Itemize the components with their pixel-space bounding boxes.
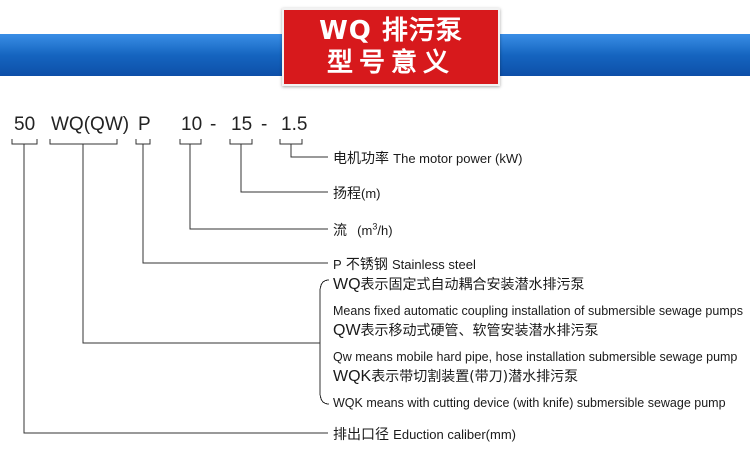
bracket-material (135, 139, 151, 145)
bracket-caliber (11, 139, 38, 145)
leader-head (240, 144, 328, 193)
label-head: 扬程(m) (333, 185, 381, 203)
code-dash-2: - (261, 114, 268, 135)
bracket-power (279, 139, 303, 145)
bracket-type (49, 139, 118, 145)
type-brace (319, 279, 330, 405)
label-power-cn: 电机功率 (333, 151, 389, 167)
code-head: 15 (231, 114, 253, 135)
leader-power (290, 144, 328, 158)
title-line-2: 型号意义 (326, 48, 455, 78)
leader-caliber (23, 144, 328, 434)
label-wq-code: WQ (333, 276, 361, 293)
code-type: WQ(QW) (51, 114, 130, 135)
code-power: 1.5 (281, 114, 308, 135)
label-qw-cn: 表示移动式硬管、软管安装潜水排污泵 (360, 323, 599, 339)
label-head-cn: 扬程 (333, 186, 361, 202)
label-qw: QW表示移动式硬管、软管安装潜水排污泵 (333, 322, 599, 340)
leader-flow (189, 144, 328, 230)
label-power: 电机功率 The motor power (kW) (333, 150, 522, 168)
title-line-1: WQ 排污泵 (319, 16, 463, 46)
bracket-head (229, 139, 253, 145)
label-flow-unit: (m3/h) (357, 221, 393, 238)
label-wqk: WQK表示带切割装置(带刀)潜水排污泵 (333, 368, 578, 386)
label-qw-en: Qw means mobile hard pipe, hose installa… (333, 350, 738, 364)
title-box: WQ 排污泵 型号意义 (282, 8, 500, 86)
label-steel-en: Stainless steel (392, 257, 476, 272)
label-head-unit: (m) (361, 186, 381, 201)
label-wq-en: Means fixed automatic coupling installat… (333, 304, 743, 318)
label-steel-cn: 不锈钢 (345, 257, 388, 273)
code-dash-1: - (210, 114, 217, 135)
code-caliber: 50 (14, 114, 36, 135)
bracket-flow (179, 139, 202, 145)
label-qw-code: QW (333, 322, 361, 339)
code-material: P (138, 114, 151, 135)
leader-material (142, 144, 328, 264)
label-caliber-cn: 排出口径 (333, 427, 389, 443)
code-flow: 10 (181, 114, 203, 135)
label-caliber-en: Eduction caliber(mm) (393, 427, 516, 442)
label-power-en: The motor power (kW) (393, 151, 523, 166)
label-wqk-code: WQK (333, 368, 372, 385)
label-wq-cn: 表示固定式自动耦合安装潜水排污泵 (360, 277, 585, 293)
leader-type (82, 144, 320, 344)
label-wqk-en: WQK means with cutting device (with knif… (333, 396, 726, 410)
label-steel-prefix: P (333, 257, 342, 272)
label-caliber: 排出口径 Eduction caliber(mm) (333, 426, 516, 444)
label-wqk-cn: 表示带切割装置(带刀)潜水排污泵 (371, 369, 579, 385)
label-steel: P 不锈钢 Stainless steel (333, 256, 476, 274)
label-flow: 流 (m3/h) (333, 222, 393, 240)
label-flow-cn: 流 (333, 223, 347, 239)
label-wq: WQ表示固定式自动耦合安装潜水排污泵 (333, 276, 585, 294)
